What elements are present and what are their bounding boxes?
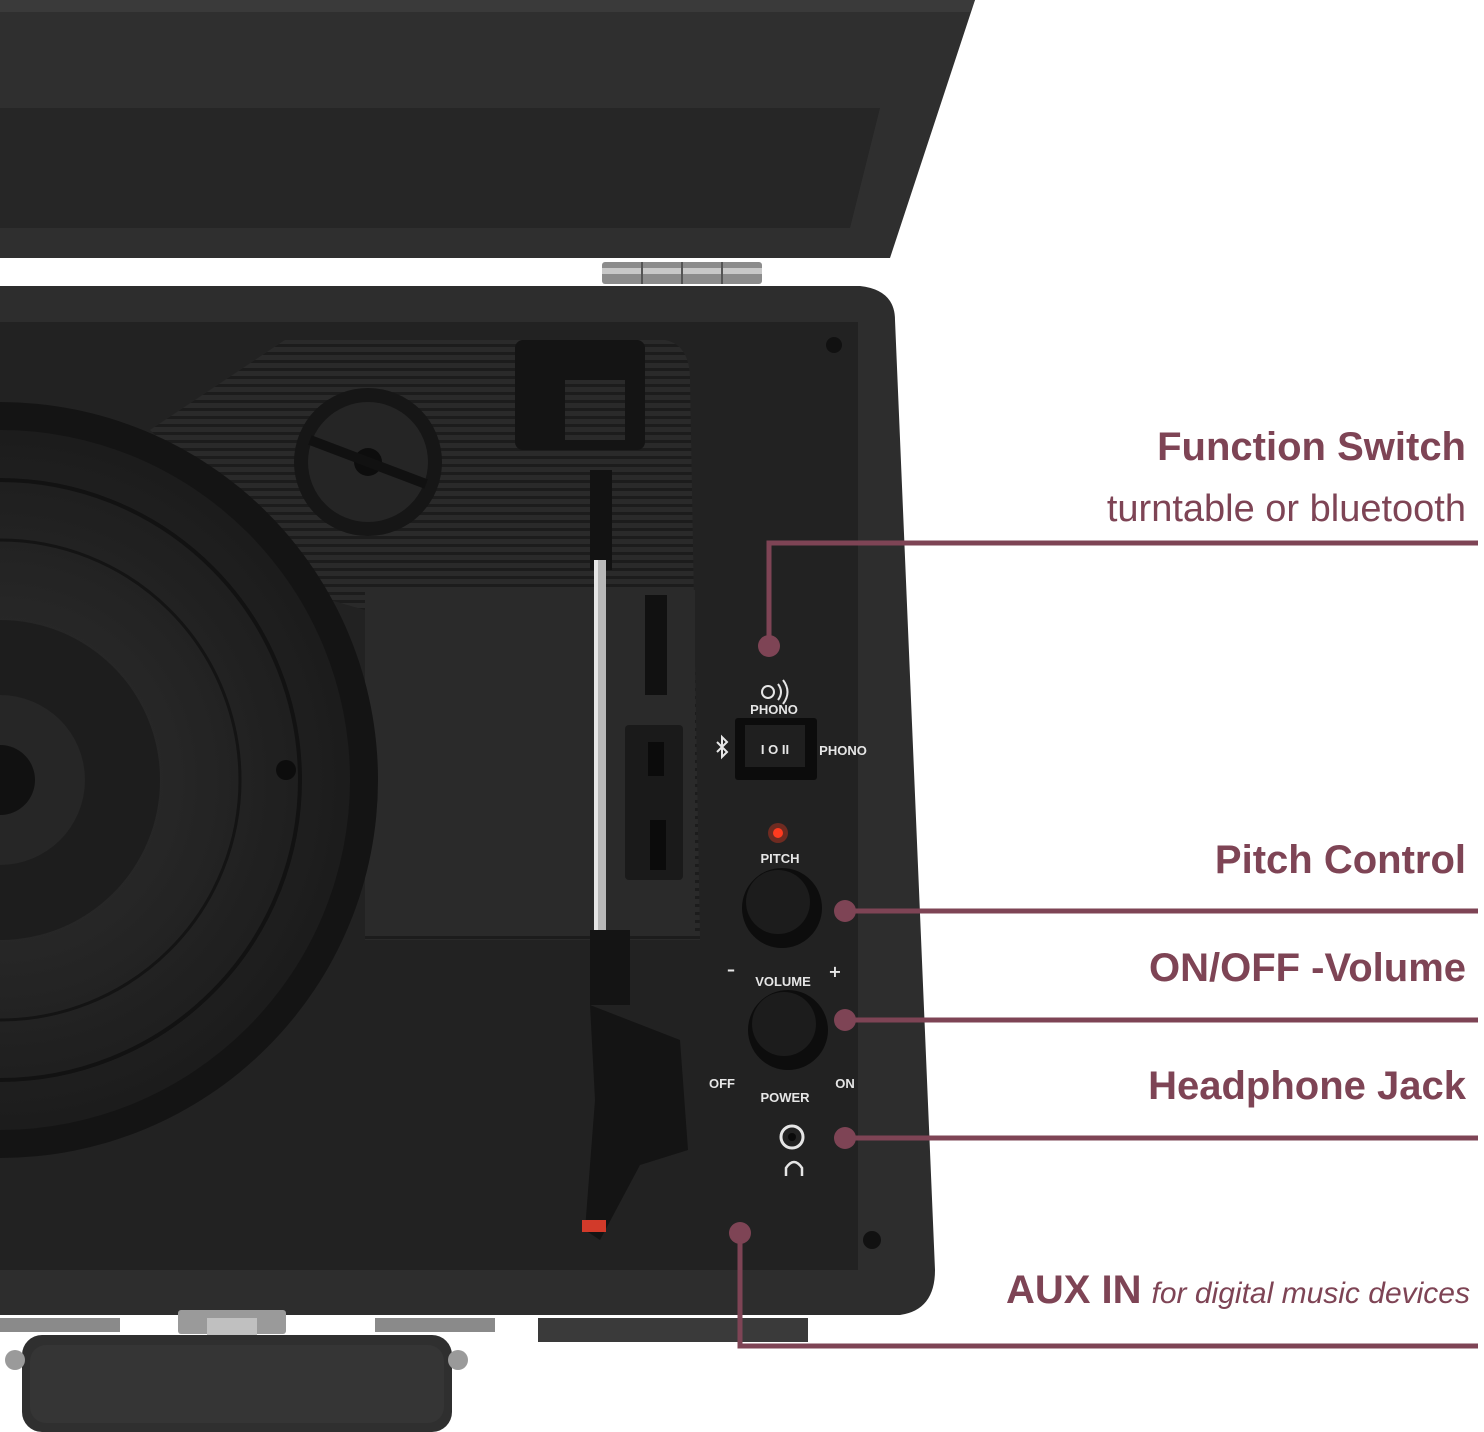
volume-knob [748,990,828,1070]
tonearm [515,340,688,1240]
callout-function-switch-subtitle: turntable or bluetooth [1106,488,1466,530]
headphones-icon [784,1160,804,1176]
label-phono-top: PHONO [750,702,798,717]
callout-pitch-control-title: Pitch Control [1214,838,1466,882]
callout-headphone-jack-title: Headphone Jack [1148,1064,1466,1108]
label-power: POWER [760,1090,810,1105]
callout-dot-pitch [834,900,856,922]
headphone-jack [779,1124,805,1150]
label-volume: VOLUME [755,974,811,989]
power-led [768,823,788,843]
callout-dot-aux [729,1222,751,1244]
switch-marking: I O II [761,742,789,757]
callout-volume-title: ON/OFF -Volume [1148,946,1466,990]
callout-dot-function [758,635,780,657]
case-handle [5,1335,468,1432]
function-switch: I O II [735,718,817,780]
callout-dot-volume [834,1009,856,1031]
callout-line-aux [737,1233,1478,1349]
label-on: ON [835,1076,855,1091]
label-pitch: PITCH [761,851,800,866]
callout-aux-in-subtitle: for digital music devices [1151,1277,1470,1310]
label-off: OFF [709,1076,735,1091]
callout-dot-headphone [834,1127,856,1149]
callout-function-switch-title: Function Switch [1157,425,1466,469]
callout-line-function [766,540,1478,646]
spindle-adapter [294,388,442,536]
wireless-icon [761,679,789,705]
lid-hinge [602,262,762,284]
callout-dots [729,635,856,1244]
tonearm-rest [645,595,667,695]
turntable-platter [0,402,378,1158]
label-plus: + [828,962,841,981]
label-minus: – [727,960,735,979]
case-latches [0,1310,808,1342]
callout-aux-in-title: AUX IN [1005,1268,1142,1312]
callout-aux-in: AUX IN for digital music devices [1006,1268,1470,1313]
callout-lines [737,540,1478,1349]
case-lid [0,0,975,258]
speed-switch-plate [625,725,683,880]
pitch-knob [742,868,822,948]
label-phono-right: PHONO [819,743,867,758]
bluetooth-icon [716,734,729,760]
